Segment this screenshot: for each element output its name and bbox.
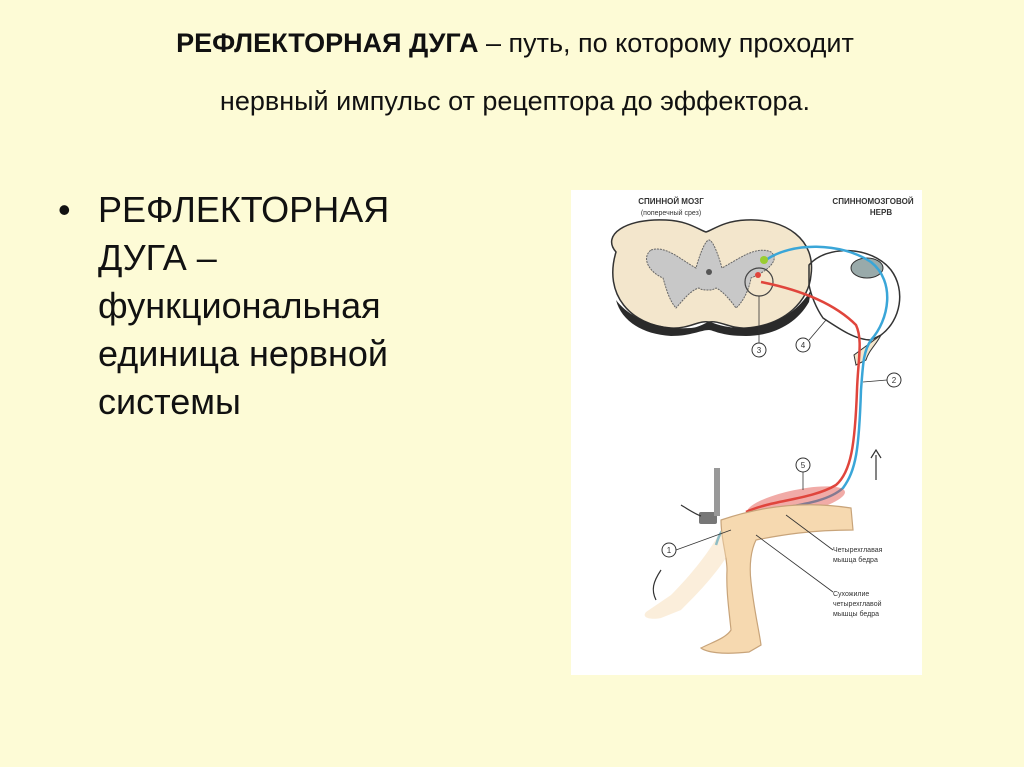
quadriceps-leader-line [785, 514, 834, 551]
afferent-arrowhead-icon [870, 448, 882, 459]
slide-title: РЕФЛЕКТОРНАЯ ДУГА – путь, по которому пр… [60, 14, 970, 130]
spinal-cord-dark-base [616, 290, 811, 336]
label-tendon-line2: четырехглавой [833, 600, 882, 608]
bullet-marker: • [58, 189, 71, 230]
reflex-hammer-handle [714, 468, 720, 516]
callout-4: 4 [795, 319, 827, 353]
reflex-arc-diagram: СПИННОЙ МОЗГ (поперечный срез) СПИННОМОЗ… [610, 197, 914, 654]
label-spinal-nerve-line1: СПИННОМОЗГОВОЙ [832, 197, 913, 206]
label-spinal-nerve-line2: НЕРВ [870, 208, 892, 217]
title-line-1: РЕФЛЕКТОРНАЯ ДУГА – путь, по которому пр… [60, 14, 970, 72]
callout-4-number: 4 [801, 341, 806, 350]
leg-kick-arrow [652, 569, 662, 601]
callout-3: 3 [751, 296, 767, 358]
callout-5: 5 [795, 457, 811, 490]
title-definition-start: – путь, по которому проходит [478, 28, 854, 58]
motor-neuron-body [755, 272, 761, 278]
label-spinal-cord: СПИННОЙ МОЗГ [638, 197, 704, 206]
title-term: РЕФЛЕКТОРНАЯ ДУГА [176, 28, 479, 58]
label-tendon-line3: мышцы бедра [833, 610, 879, 618]
hammer-strike-arrow [680, 504, 702, 517]
callout-1: 1 [661, 529, 732, 558]
callout-2-number: 2 [892, 376, 897, 385]
leg-ghost-motion [644, 530, 731, 619]
motor-neuron-path [745, 280, 861, 514]
callout-1-number: 1 [667, 546, 672, 555]
label-tendon-line1: Сухожилие [833, 591, 869, 598]
bullet-item-text: РЕФЛЕКТОРНАЯ ДУГА – функциональная едини… [98, 189, 390, 422]
tendon-leader-line [755, 534, 834, 593]
dorsal-root-ganglion [850, 257, 884, 279]
reflex-arc-illustration: СПИННОЙ МОЗГ (поперечный срез) СПИННОМОЗ… [571, 190, 922, 675]
label-quadriceps-line1: Четырехглавая [833, 547, 883, 554]
reflex-hammer-head [699, 512, 717, 524]
callout-2: 2 [862, 372, 902, 388]
title-line-2: нервный импульс от рецептора до эффектор… [219, 86, 811, 116]
leg-thigh-knee [699, 504, 854, 654]
callout-3-number: 3 [757, 346, 762, 355]
callout-5-number: 5 [801, 461, 806, 470]
label-quadriceps-line2: мышца бедра [833, 556, 878, 564]
central-canal [706, 269, 712, 275]
label-cross-section: (поперечный срез) [641, 209, 701, 217]
interneuron-synapse [760, 256, 768, 264]
